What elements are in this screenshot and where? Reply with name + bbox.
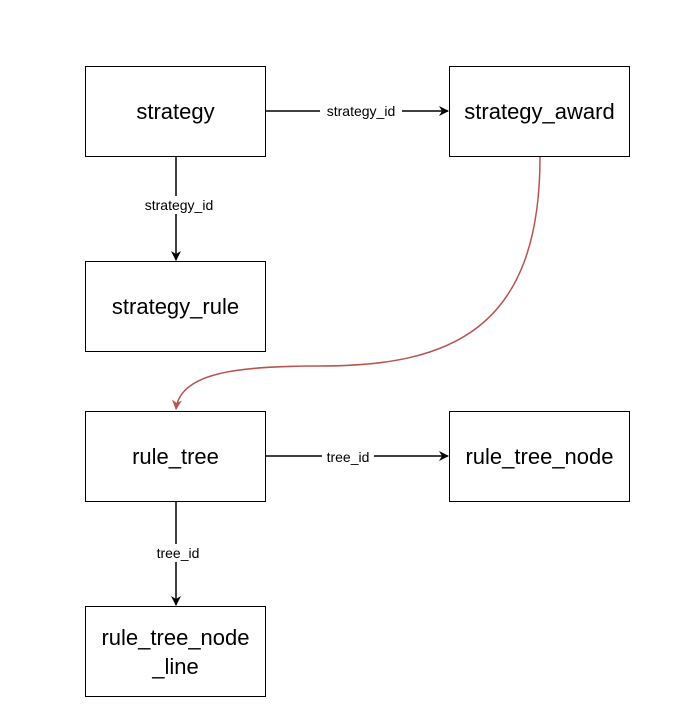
node-label-rule-tree: rule_tree: [132, 444, 219, 469]
edge-label-strategy-to-rule: strategy_id: [145, 197, 213, 213]
edge-label-tree-to-line: tree_id: [157, 545, 200, 561]
node-strategy[interactable]: strategy: [85, 66, 266, 157]
node-label-strategy: strategy: [136, 99, 215, 124]
node-rule-tree[interactable]: rule_tree: [85, 411, 266, 502]
node-label-rule-tree-node: rule_tree_node: [465, 444, 614, 469]
node-rule-tree-node[interactable]: rule_tree_node: [449, 411, 630, 502]
node-strategy-rule[interactable]: strategy_rule: [85, 261, 266, 352]
node-rule-tree-node-line[interactable]: rule_tree_node _line: [85, 606, 266, 697]
edge-label-tree-to-node: tree_id: [327, 449, 370, 465]
node-label-strategy-rule: strategy_rule: [111, 294, 240, 319]
edge-label-strategy-to-award: strategy_id: [327, 103, 395, 119]
node-label-rule-tree-node-line: rule_tree_node _line: [101, 623, 249, 681]
edge-award-to-tree: [172, 156, 541, 410]
node-label-strategy-award: strategy_award: [464, 99, 615, 124]
node-label-line-2: _line: [152, 653, 199, 679]
node-label-line-1: rule_tree_node: [101, 624, 250, 650]
node-strategy-award[interactable]: strategy_award: [449, 66, 630, 157]
